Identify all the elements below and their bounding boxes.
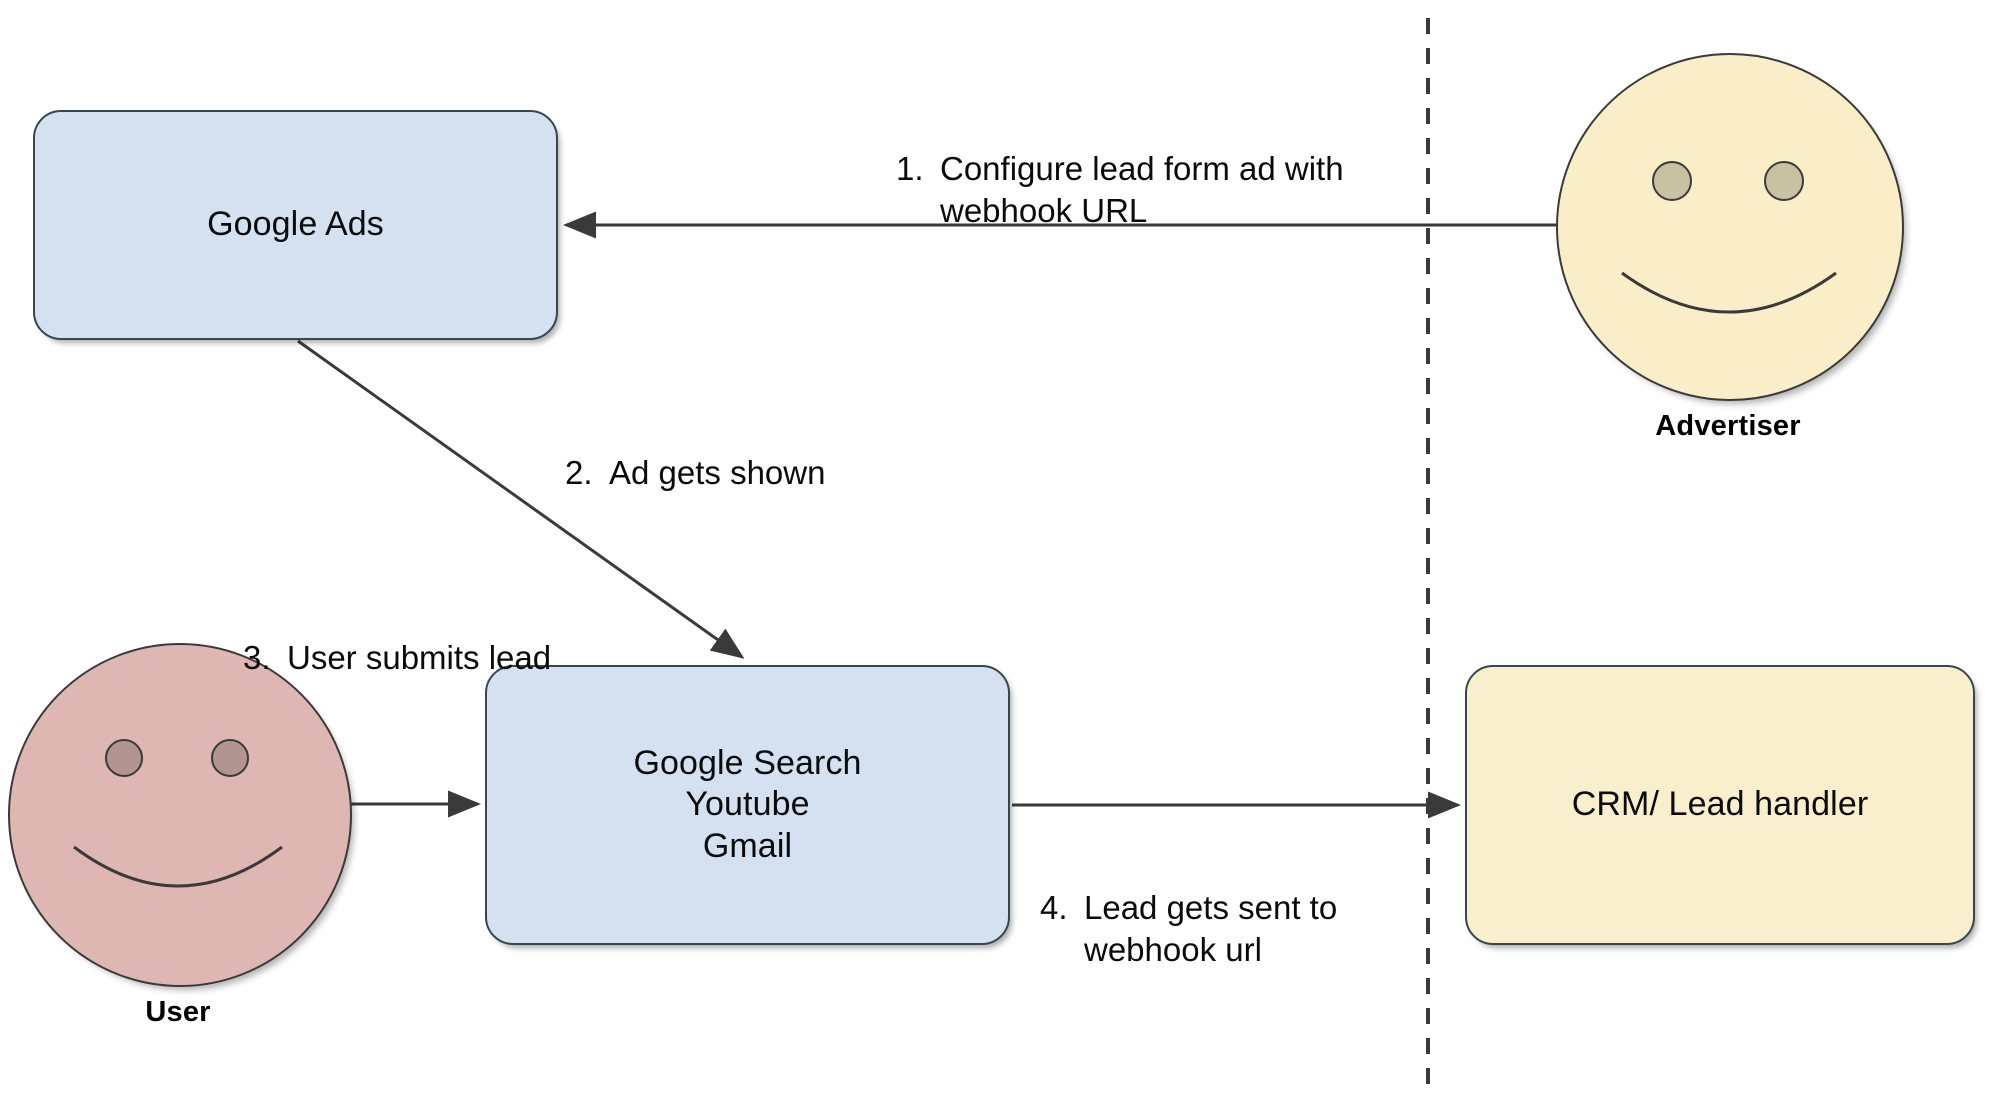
step-label-4: 4. Lead gets sent to webhook url <box>1040 845 1440 972</box>
step-label-2: 2. Ad gets shown <box>565 410 985 494</box>
step-4-text: Lead gets sent to webhook url <box>1084 889 1338 969</box>
node-google-ads[interactable]: Google Ads <box>33 110 558 340</box>
step-label-1: 1. Configure lead form ad with webhook UR… <box>896 106 1416 233</box>
user-face-circle <box>8 643 352 987</box>
step-label-3: 3. User submits lead <box>243 595 663 679</box>
step-2-number: 2. <box>565 454 593 492</box>
step-3-number: 3. <box>243 639 271 677</box>
arrow-google-ads-to-google-properties <box>297 339 745 659</box>
node-user-caption: User <box>145 996 211 1028</box>
node-crm[interactable]: CRM/ Lead handler <box>1465 665 1975 945</box>
advertiser-face-circle <box>1556 53 1904 401</box>
node-google-properties-label: Google Search Youtube Gmail <box>633 743 862 865</box>
node-google-ads-label: Google Ads <box>207 205 384 244</box>
step-1-number: 1. <box>896 150 924 188</box>
node-google-properties[interactable]: Google Search Youtube Gmail <box>485 665 1010 945</box>
advertiser-left-eye-icon <box>1652 161 1692 201</box>
node-user[interactable] <box>8 643 352 987</box>
advertiser-smile-icon <box>1621 271 1837 314</box>
node-advertiser[interactable] <box>1556 53 1904 401</box>
user-smile-icon <box>73 845 283 888</box>
step-2-text: Ad gets shown <box>609 454 826 492</box>
node-advertiser-caption: Advertiser <box>1655 410 1801 442</box>
user-right-eye-icon <box>211 739 249 777</box>
advertiser-right-eye-icon <box>1764 161 1804 201</box>
step-3-text: User submits lead <box>287 639 552 677</box>
user-left-eye-icon <box>105 739 143 777</box>
step-4-number: 4. <box>1040 889 1068 927</box>
step-1-text: Configure lead form ad with webhook URL <box>940 150 1344 230</box>
node-crm-label: CRM/ Lead handler <box>1571 785 1869 824</box>
